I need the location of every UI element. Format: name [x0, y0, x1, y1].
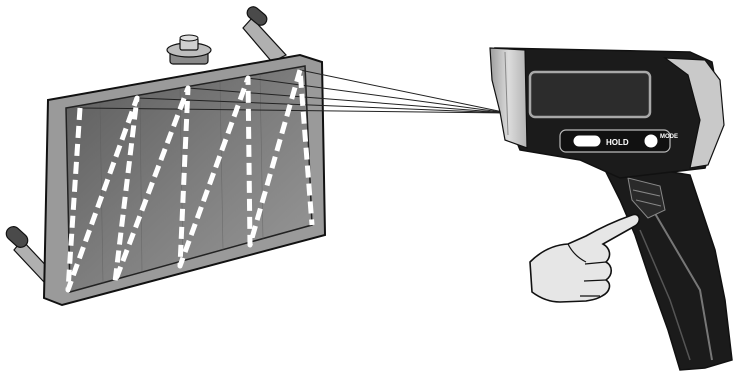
radiator-filler-cap	[167, 35, 211, 64]
infrared-thermometer: HOLD MODE	[490, 48, 732, 370]
thermometer-grip	[600, 160, 732, 370]
mode-button[interactable]	[644, 134, 658, 148]
hold-button-label: HOLD	[606, 138, 629, 147]
radiator	[3, 4, 508, 305]
radiator-top-pipe	[243, 4, 286, 62]
mode-button-label: MODE	[660, 134, 678, 140]
pointing-hand-icon	[530, 214, 639, 302]
thermometer-sensor-cap	[490, 48, 527, 148]
thermometer-display	[530, 72, 650, 117]
hold-button[interactable]	[573, 135, 601, 147]
hand-outline	[530, 214, 639, 302]
